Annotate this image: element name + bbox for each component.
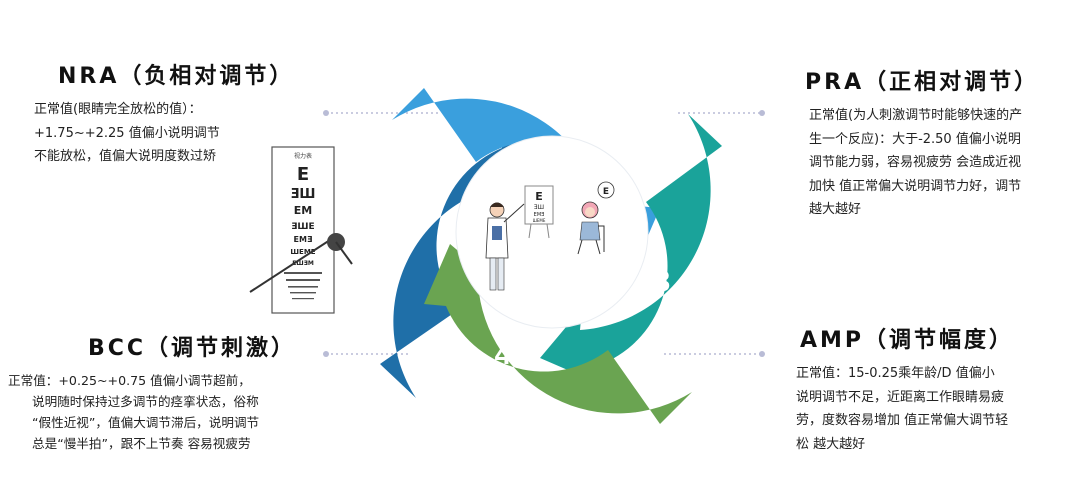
vision-chart: 视力表 E ƎШ ЕМ ƎШE ЕМƎ ШЕМЕ ЕШƎМ bbox=[249, 146, 353, 314]
vision-chart-row-7: ЕШƎМ bbox=[292, 260, 314, 267]
eye-exam-illustration: E ƎШ ЕМƎ ШЕМЕ E bbox=[485, 181, 615, 291]
segment-number-3: 3 bbox=[654, 265, 671, 298]
nra-title: NRA（负相对调节） bbox=[58, 64, 295, 89]
segment-number-2: 2 bbox=[586, 101, 603, 134]
board-letter-4: ШЕМЕ bbox=[533, 218, 546, 223]
speech-bubble bbox=[597, 181, 615, 199]
vision-chart-row-6: ШЕМЕ bbox=[290, 248, 315, 256]
bcc-title: BCC（调节刺激） bbox=[88, 336, 297, 361]
vision-chart-frame bbox=[271, 146, 335, 314]
center-circle bbox=[455, 135, 649, 329]
amp-description: 正常值：15-0.25乘年龄/D 值偏小 说明调节不足，近距离工作眼睛易疲 劳，… bbox=[796, 362, 1070, 456]
pra-line-2: 生一个反应)：大于-2.50 值偏小说明 bbox=[809, 131, 1021, 147]
pra-line-3: 调节能力弱，容易视疲劳 会造成近视 bbox=[809, 155, 1022, 170]
doctor-figure bbox=[485, 202, 525, 291]
segment-number-4: 4 bbox=[495, 338, 512, 371]
child-figure bbox=[577, 201, 605, 255]
vision-chart-row-4: ƎШE bbox=[291, 222, 314, 232]
amp-title: AMP（调节幅度） bbox=[800, 328, 1015, 353]
pra-panel: PRA（正相对调节） 正常值(为人刺激调节时能够快速的产 生一个反应)：大于-2… bbox=[805, 64, 1077, 222]
segment-number-1: 1 bbox=[416, 177, 433, 210]
pointer-stick bbox=[249, 239, 331, 293]
nra-line-2: +1.75~+2.25 值偏小说明调节 bbox=[34, 125, 220, 141]
bcc-line-2: 说明随时保持过多调节的痉挛状态，俗称 bbox=[32, 394, 259, 409]
board-letter-3: ЕМƎ bbox=[534, 212, 545, 218]
amp-line-2: 说明调节不足，近距离工作眼睛易疲 bbox=[796, 389, 1005, 405]
vision-chart-row-5: ЕМƎ bbox=[294, 235, 313, 244]
cycle-ring bbox=[380, 88, 722, 424]
board-letter-1: E bbox=[535, 190, 543, 203]
eye-chart-board bbox=[524, 185, 554, 225]
connector-lines bbox=[323, 110, 765, 357]
bcc-line-1: 正常值：+0.25~+0.75 值偏小调节超前， bbox=[8, 373, 251, 388]
amp-panel: AMP（调节幅度） 正常值：15-0.25乘年龄/D 值偏小 说明调节不足，近距… bbox=[796, 322, 1070, 456]
segment-1-arrow bbox=[380, 128, 564, 398]
bcc-line-3: “假性近视”，值偏大调节滞后，说明调节 bbox=[32, 415, 260, 430]
bcc-description: 正常值：+0.25~+0.75 值偏小调节超前， 说明随时保持过多调节的痉挛状态… bbox=[8, 370, 388, 454]
segment-4-arrow bbox=[424, 244, 692, 424]
nra-description: 正常值(眼睛完全放松的值）： +1.75~+2.25 值偏小说明调节 不能放松，… bbox=[34, 98, 328, 169]
amp-line-3: 劳，度数容易增加 值正常偏大调节轻 bbox=[796, 413, 1009, 428]
bcc-panel: BCC（调节刺激） 正常值：+0.25~+0.75 值偏小调节超前， 说明随时保… bbox=[8, 330, 388, 454]
vision-chart-row-2: ƎШ bbox=[291, 187, 316, 202]
pra-line-1: 正常值(为人刺激调节时能够快速的产 bbox=[809, 108, 1023, 123]
vision-chart-row-1: E bbox=[297, 164, 309, 185]
pra-title: PRA（正相对调节） bbox=[805, 70, 1040, 95]
pra-line-4: 加快 值正常偏大说明调节力好，调节 bbox=[809, 178, 1022, 194]
nra-line-1: 正常值(眼睛完全放松的值）： bbox=[34, 102, 202, 117]
pra-line-5: 越大越好 bbox=[809, 202, 862, 217]
amp-line-1: 正常值：15-0.25乘年龄/D 值偏小 bbox=[796, 366, 995, 381]
speech-letter: E bbox=[603, 187, 609, 197]
board-letter-2: ƎШ bbox=[534, 204, 544, 211]
bcc-line-4: 总是“慢半拍”，跟不上节奏 容易视疲劳 bbox=[32, 436, 251, 451]
vision-chart-header: 视力表 bbox=[294, 152, 312, 160]
segment-2-arrow bbox=[392, 88, 660, 268]
amp-line-4: 松 越大越好 bbox=[796, 436, 866, 452]
nra-line-3: 不能放松，值偏大说明度数过矫 bbox=[34, 149, 217, 164]
nra-panel: NRA（负相对调节） 正常值(眼睛完全放松的值）： +1.75~+2.25 值偏… bbox=[34, 58, 328, 169]
segment-3-arrow bbox=[540, 114, 722, 384]
vision-chart-row-3: ЕМ bbox=[294, 204, 312, 217]
pra-description: 正常值(为人刺激调节时能够快速的产 生一个反应)：大于-2.50 值偏小说明 调… bbox=[809, 104, 1077, 222]
